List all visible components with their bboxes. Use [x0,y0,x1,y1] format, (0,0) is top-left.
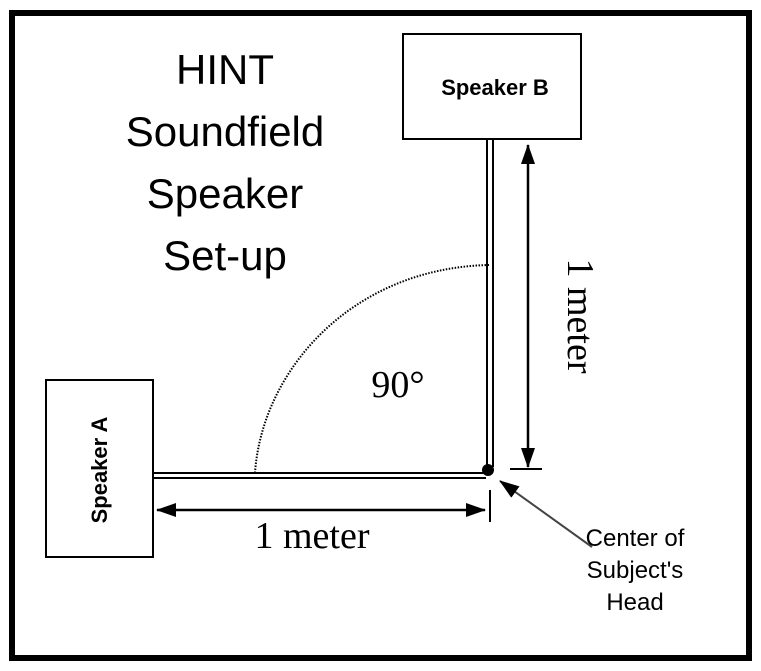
angle-label: 90° [371,364,424,406]
title-line-2: Soundfield [126,108,325,155]
speaker-b-label: Speaker B [441,75,549,100]
center-label-line-2: Subject's [587,557,684,584]
title-line-4: Set-up [163,232,287,279]
speaker-a-label: Speaker A [87,416,112,523]
center-label-line-3: Head [606,589,663,616]
title-line-3: Speaker [147,170,303,217]
center-of-head-dot [482,464,494,476]
speaker-b-box [402,33,582,140]
title-line-1: HINT [176,46,274,93]
center-pointer-arrow [499,480,593,548]
horizontal-dimension-label: 1 meter [254,515,369,557]
speaker-a-box [45,379,154,558]
vertical-dimension-label: 1 meter [559,258,601,373]
center-label-line-1: Center of [586,525,685,552]
